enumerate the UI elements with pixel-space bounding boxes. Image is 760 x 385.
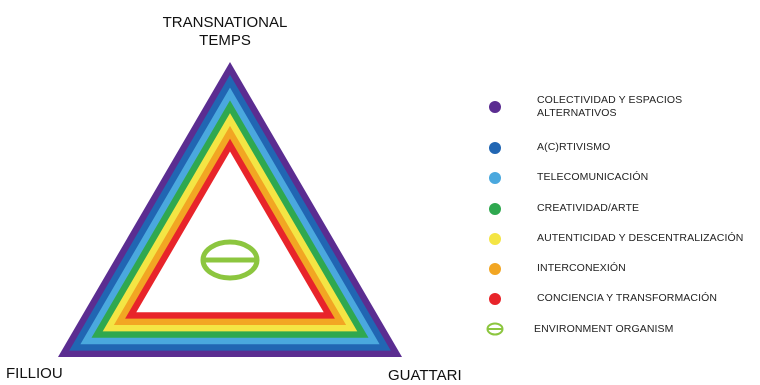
legend-label: TELECOMUNICACIÓN <box>537 171 649 183</box>
legend-label: CREATIVIDAD/ARTE <box>537 202 640 214</box>
legend-swatch <box>489 101 501 113</box>
legend-item: INTERCONEXIÓN <box>489 262 759 275</box>
legend-label: COLECTIVIDAD Y ESPACIOS ALTERNATIVOS <box>537 94 683 119</box>
legend-swatch <box>489 141 501 154</box>
triangle-layers <box>58 62 402 357</box>
vertex-label-top-line1: TRANSNATIONAL <box>162 14 288 31</box>
legend-label: AUTENTICIDAD Y DESCENTRALIZACIÓN <box>537 232 744 244</box>
legend-swatch <box>489 171 501 184</box>
theta-icon <box>486 322 504 336</box>
legend-item: CREATIVIDAD/ARTE <box>489 202 759 215</box>
vertex-label-left: FILLIOU <box>6 365 63 382</box>
theta-icon <box>200 239 260 281</box>
legend-label: INTERCONEXIÓN <box>537 262 626 274</box>
vertex-label-top: TRANSNATIONAL TEMPS <box>145 14 305 50</box>
legend-swatch <box>489 262 501 275</box>
legend-item: AUTENTICIDAD Y DESCENTRALIZACIÓN <box>489 232 759 245</box>
legend-item-center-symbol: ENVIRONMENT ORGANISM <box>486 322 759 336</box>
vertex-label-right: GUATTARI <box>388 367 462 384</box>
legend-label: CONCIENCIA Y TRANSFORMACIÓN <box>537 292 718 304</box>
legend-item: A(C)RTIVISMO <box>489 141 759 154</box>
legend-label: A(C)RTIVISMO <box>537 141 611 153</box>
legend-item: CONCIENCIA Y TRANSFORMACIÓN <box>489 292 759 305</box>
legend-swatch <box>489 292 501 305</box>
legend-item: TELECOMUNICACIÓN <box>489 171 759 184</box>
legend-swatch <box>489 232 501 245</box>
vertex-label-top-line2: TEMPS <box>199 32 251 49</box>
legend-swatch <box>489 202 501 215</box>
legend-item: COLECTIVIDAD Y ESPACIOS ALTERNATIVOS <box>489 94 759 120</box>
triangle-inner <box>136 151 324 313</box>
legend-label: ENVIRONMENT ORGANISM <box>534 322 674 335</box>
